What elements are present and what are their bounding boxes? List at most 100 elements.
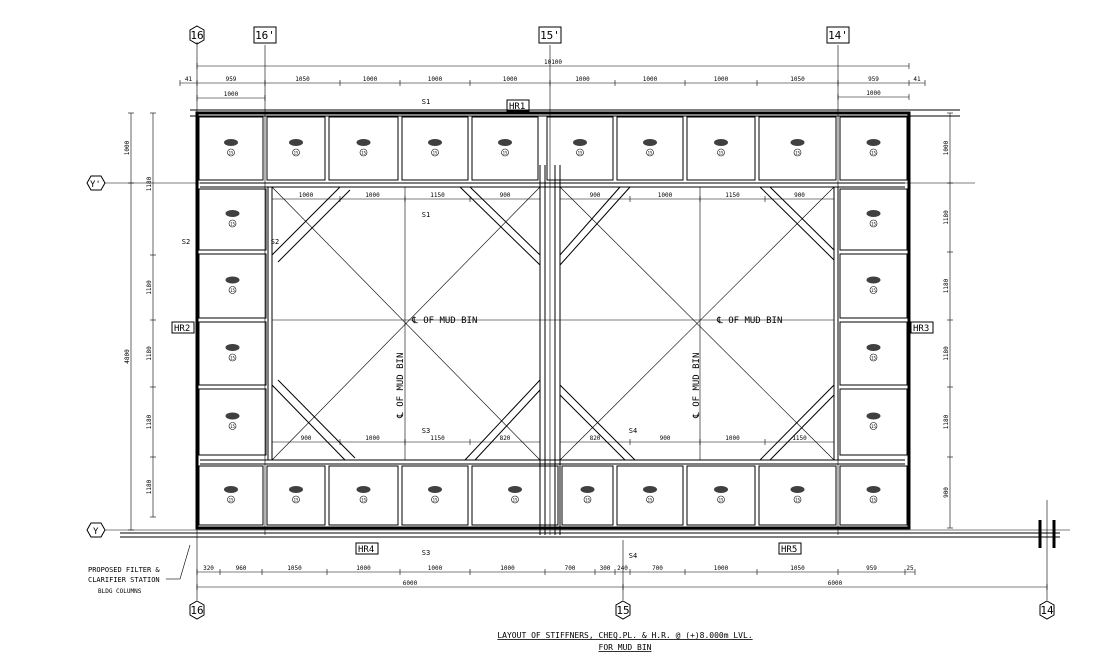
hr4-label: HR4: [355, 542, 379, 555]
grid-bubble-16-bottom: 16: [189, 600, 205, 620]
panel-outline: [616, 465, 684, 526]
panel-mark-text: 15: [230, 424, 235, 429]
drawing-title: LAYOUT OF STIFFNERS, CHEQ.PL. & H.R. @ (…: [497, 631, 752, 640]
inner-top-dimension: 900: [794, 192, 805, 199]
panel-mark-text: 15: [871, 288, 876, 293]
svg-text:PROPOSED FILTER &: PROPOSED FILTER &: [88, 566, 160, 574]
section-mark-s4-inner: S4: [629, 427, 637, 435]
top-sub-dimension: 1000: [224, 91, 239, 98]
chequered-plate-panel: 15: [839, 388, 908, 456]
grid-box-14-prime: 14': [826, 26, 850, 44]
left-chain-dimension: 1180: [146, 176, 153, 191]
right-chain-dimension: 900: [943, 487, 950, 498]
bottom-chain-dimension: 700: [652, 565, 663, 572]
panel-mark-text: 15: [719, 151, 724, 156]
panel-mark-text: 15: [503, 151, 508, 156]
svg-text:Y': Y': [90, 180, 101, 190]
panel-outline: [839, 116, 908, 181]
chequered-plate-panel: 15: [198, 188, 267, 251]
inner-bottom-dimension: 1150: [792, 435, 807, 442]
top-chain-dimension: 1050: [790, 76, 805, 83]
section-mark-s3-inner: S3: [422, 427, 430, 435]
panel-mark-bubble: [228, 286, 237, 294]
hatch-mark-icon: [428, 486, 442, 493]
panel-mark-text: 15: [585, 498, 590, 503]
bottom-chain-dimension: 320: [203, 565, 214, 572]
panel-mark-text: 15: [229, 498, 234, 503]
inner-bottom-dimension: 820: [500, 435, 511, 442]
svg-text:15': 15': [540, 29, 560, 42]
svg-text:Y: Y: [93, 527, 99, 537]
left-outer-dimension: 4800: [124, 349, 131, 364]
inner-bottom-dimension: 1000: [365, 435, 380, 442]
hatch-mark-icon: [289, 486, 303, 493]
chequered-plate-panel: 15: [546, 116, 614, 181]
svg-text:HR4: HR4: [358, 545, 374, 555]
panel-outline: [839, 188, 908, 251]
section-mark-s2-inner: S2: [271, 238, 279, 246]
panel-mark-text: 15: [719, 498, 724, 503]
chequered-plate-panel: 15: [401, 116, 469, 181]
centerline-label-vertical-left: ℄ OF MUD BIN: [396, 353, 406, 419]
panel-outline: [266, 116, 326, 181]
chequered-plate-panel: 15: [328, 116, 399, 181]
panel-mark-text: 15: [871, 356, 876, 361]
bottom-chain-dimension: 959: [866, 565, 877, 572]
hatch-mark-icon: [866, 486, 881, 493]
bottom-chain-dimension: 1000: [500, 565, 515, 572]
grid-bubble-15-bottom: 15: [615, 600, 631, 620]
top-chain-dimension: 41: [913, 76, 921, 83]
chequered-plate-panel: 15: [471, 116, 539, 181]
panel-mark-text: 15: [230, 288, 235, 293]
right-chain-dimension: 1180: [943, 414, 950, 429]
panel-outline: [758, 116, 837, 181]
panel-outline: [266, 465, 326, 526]
panel-outline: [198, 188, 267, 251]
chequered-plate-panel: 15: [561, 465, 614, 526]
panel-mark-bubble: [576, 148, 584, 157]
hatch-mark-icon: [224, 139, 238, 146]
drawing-subtitle: FOR MUD BIN: [599, 643, 652, 652]
bottom-chain-dimension: 1000: [428, 565, 443, 572]
hatch-mark-icon: [356, 139, 371, 146]
left-chain-dimension: 1180: [146, 414, 153, 429]
panel-mark-text: 15: [871, 498, 876, 503]
inner-bottom-dimension: 820: [590, 435, 601, 442]
panel-mark-text: 15: [871, 424, 876, 429]
panel-mark-text: 15: [361, 498, 366, 503]
chequered-plate-panel: 15: [839, 116, 908, 181]
chequered-plate-panel: 15: [198, 465, 264, 526]
svg-text:16: 16: [190, 604, 203, 617]
svg-text:HR1: HR1: [509, 102, 525, 112]
hatch-mark-icon: [224, 486, 238, 493]
hatch-mark-icon: [866, 139, 881, 146]
panel-outline: [839, 321, 908, 386]
hatch-mark-icon: [428, 139, 442, 146]
grid-bubble-16-top: 16: [189, 25, 205, 45]
panel-outline: [616, 116, 684, 181]
hr2-label: HR2: [171, 321, 195, 334]
hr1-label: HR1: [506, 99, 530, 112]
panel-mark-bubble: [431, 495, 439, 504]
chequered-plate-panel: 15: [266, 116, 326, 181]
bottom-chain-dimension: 700: [565, 565, 576, 572]
panel-mark-bubble: [646, 495, 654, 504]
panel-outline: [401, 465, 469, 526]
hatch-mark-icon: [225, 210, 240, 217]
hr5-label: HR5: [778, 542, 802, 555]
inner-bottom-dimension: 900: [301, 435, 312, 442]
section-mark-s4-bottom: S4: [629, 552, 637, 560]
diagonal-stiffeners: [271, 186, 835, 461]
bottom-chain-dimension: 25: [906, 565, 914, 572]
centerline-label-left: ℄ OF MUD BIN: [411, 316, 477, 326]
panel-mark-text: 15: [229, 151, 234, 156]
hatch-mark-icon: [790, 139, 805, 146]
chequered-plate-panel: 15: [198, 116, 264, 181]
panel-outline: [686, 116, 756, 181]
inner-top-dimension: 1000: [658, 192, 673, 199]
panel-mark-bubble: [227, 495, 235, 504]
hatch-mark-icon: [498, 139, 512, 146]
panel-outline: [328, 465, 399, 526]
